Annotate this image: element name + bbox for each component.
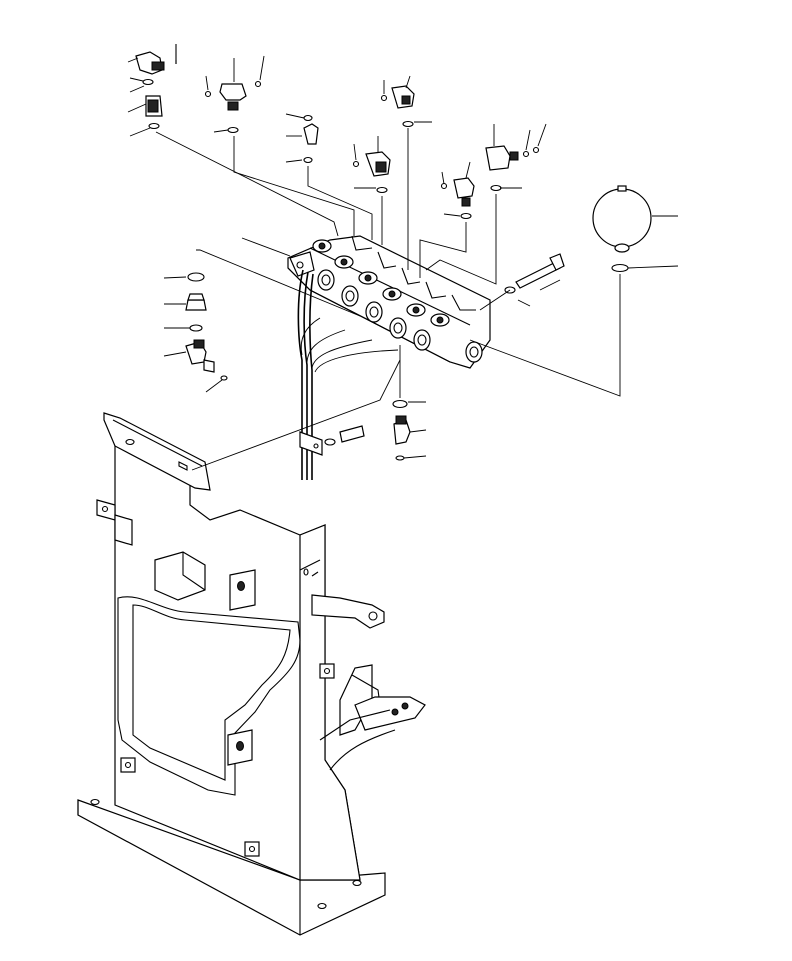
fittings-left bbox=[185, 272, 228, 381]
leader-lines bbox=[127, 55, 679, 471]
control-stand bbox=[77, 412, 426, 936]
valve-block-assembly bbox=[287, 235, 491, 480]
fittings-top-right bbox=[352, 85, 540, 220]
fittings-top-left bbox=[135, 44, 319, 164]
fittings-lower bbox=[324, 253, 565, 461]
accumulator bbox=[592, 185, 652, 273]
